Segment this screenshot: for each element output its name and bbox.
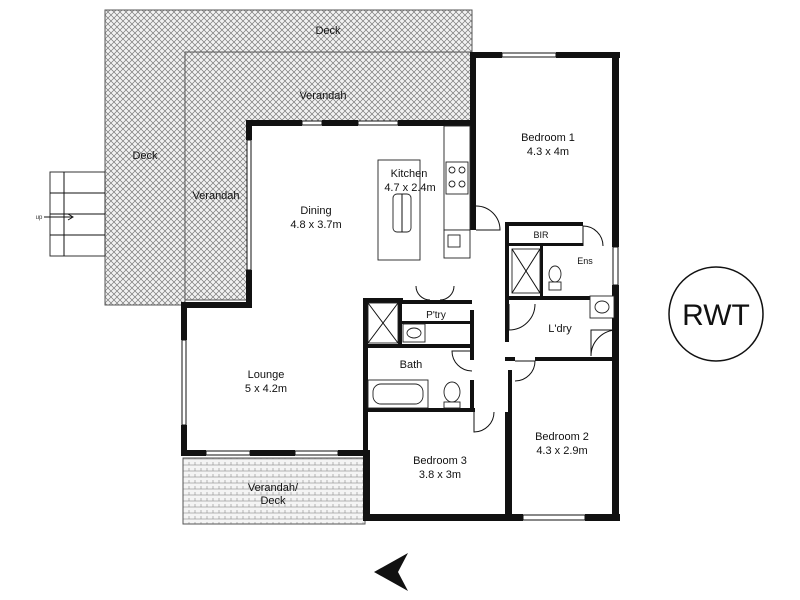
lounge-size: 5 x 4.2m bbox=[245, 383, 287, 395]
interior-walls bbox=[363, 120, 619, 518]
verandah-left-label: Verandah bbox=[192, 190, 239, 202]
verandah-deck-area bbox=[182, 457, 366, 525]
kitchen-label: Kitchen bbox=[391, 168, 428, 180]
pantry-label: P'try bbox=[426, 310, 446, 321]
verandah-deck-label-1: Verandah/ bbox=[248, 482, 299, 494]
bath-label: Bath bbox=[400, 359, 423, 371]
bedroom2-label: Bedroom 2 bbox=[535, 431, 589, 443]
compass-north-label: N bbox=[399, 570, 404, 577]
bedroom1-size: 4.3 x 4m bbox=[527, 146, 569, 158]
verandah-deck-label-2: Deck bbox=[260, 495, 286, 507]
bedroom1-label: Bedroom 1 bbox=[521, 132, 575, 144]
stairs bbox=[44, 171, 106, 257]
bedroom2-size: 4.3 x 2.9m bbox=[536, 445, 587, 457]
bedroom3-size: 3.8 x 3m bbox=[419, 469, 461, 481]
door-swings bbox=[415, 205, 618, 433]
stairs-up-label: up bbox=[36, 215, 43, 221]
kitchen-fixtures bbox=[377, 125, 471, 261]
rwt-logo: RWT bbox=[668, 266, 764, 362]
verandah-top-label: Verandah bbox=[299, 90, 346, 102]
dining-size: 4.8 x 3.7m bbox=[290, 219, 341, 231]
rwt-logo-text: RWT bbox=[682, 299, 750, 332]
dining-label: Dining bbox=[300, 205, 331, 217]
deck-top-label: Deck bbox=[315, 25, 341, 37]
bir-label: BIR bbox=[533, 230, 549, 240]
compass-arrow-icon bbox=[374, 553, 408, 591]
windows bbox=[181, 52, 619, 521]
bedroom3-label: Bedroom 3 bbox=[413, 455, 467, 467]
kitchen-size: 4.7 x 2.4m bbox=[384, 182, 435, 194]
laundry-label: L'dry bbox=[548, 323, 572, 335]
bath-fixtures bbox=[367, 302, 461, 409]
ensuite-fixtures bbox=[511, 248, 615, 319]
lounge-label: Lounge bbox=[248, 369, 285, 381]
ens-label: Ens bbox=[577, 256, 593, 266]
exterior-walls bbox=[181, 52, 620, 521]
deck-left-label: Deck bbox=[132, 150, 158, 162]
